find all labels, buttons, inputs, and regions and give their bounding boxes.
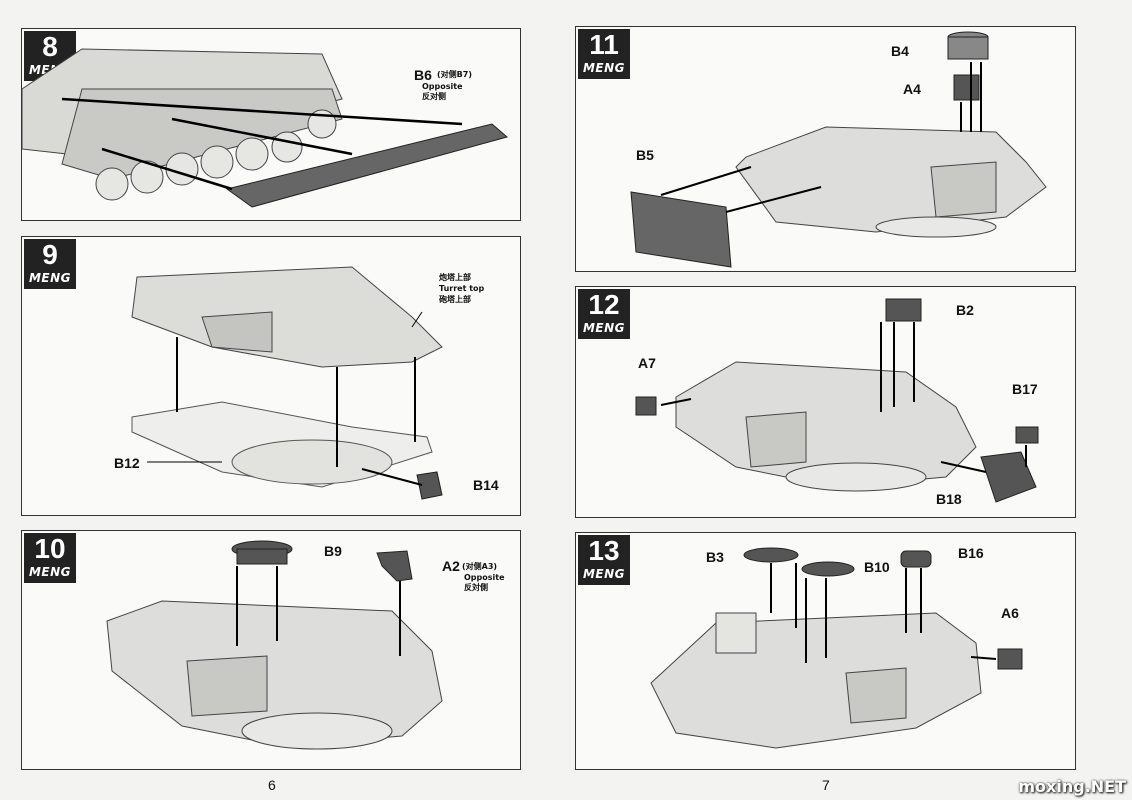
part-note-a3: (对侧A3): [462, 562, 498, 571]
turret-drawing: [735, 126, 1047, 238]
part-a6-drawing: [997, 648, 1023, 670]
part-b3-drawing: [743, 547, 799, 563]
arrows: [660, 322, 1027, 473]
meng-logo: MENG: [582, 321, 626, 335]
part-label-b12: B12: [114, 455, 140, 471]
step-13-panel: 13 MENG B3 B10 B16 A6: [575, 532, 1076, 770]
arrows: [176, 337, 423, 486]
step-12-illustration: [635, 298, 1039, 503]
arrows: [61, 97, 463, 191]
part-b18-drawing: [980, 451, 1037, 503]
part-b14-drawing: [416, 471, 443, 500]
part-label-b5: B5: [636, 147, 654, 163]
leader-lines: [147, 311, 423, 463]
step-8-panel: 8 MENG B6 (对侧B7) Opposite 反对侧: [21, 28, 521, 221]
part-b4-drawing: [947, 31, 989, 60]
step-9-number: 9: [42, 239, 58, 270]
meng-logo: MENG: [582, 61, 626, 75]
turret-drawing: [675, 361, 977, 492]
page-number-left: 6: [268, 777, 276, 793]
meng-logo: MENG: [28, 565, 72, 579]
part-label-b14: B14: [473, 477, 499, 493]
part-label-a6: A6: [1001, 605, 1019, 621]
opposite-label: Opposite: [464, 573, 505, 582]
part-b2-drawing: [885, 298, 922, 322]
opposite-label-cn: 反対側: [464, 583, 488, 592]
part-b9-drawing: [231, 540, 293, 565]
watermark: moxing.NET: [1018, 777, 1126, 796]
arrows: [660, 62, 982, 213]
part-label-b2: B2: [956, 302, 974, 318]
meng-logo: MENG: [582, 567, 626, 581]
step-11-illustration: [630, 31, 1047, 268]
part-label-b6: B6: [414, 67, 432, 83]
step-12-number: 12: [588, 289, 620, 320]
page-number-right: 7: [822, 777, 830, 793]
turret-drawing: [650, 612, 982, 749]
step-13-badge: 13 MENG: [578, 535, 630, 585]
turret-bottom-drawing: [131, 401, 433, 488]
step-9-panel: 9 MENG B12 B14 炮塔上部 Turret top 砲塔上部: [21, 236, 521, 516]
step-9-illustration: [131, 266, 443, 500]
step-13-number: 13: [588, 535, 620, 566]
step-11-number: 11: [589, 29, 619, 60]
part-label-b10: B10: [864, 559, 890, 575]
part-label-b18: B18: [936, 491, 962, 507]
part-note-b7: (对侧B7): [437, 70, 472, 79]
part-label-b3: B3: [706, 549, 724, 565]
opposite-label-cn: 反对侧: [422, 92, 446, 101]
side-skirt-part: [225, 123, 509, 208]
step-8-illustration: [22, 48, 509, 208]
step-8-number: 8: [42, 31, 58, 62]
part-label-b17: B17: [1012, 381, 1038, 397]
step-11-panel: 11 MENG B4 A4 B5: [575, 26, 1076, 272]
arrows: [770, 563, 997, 663]
part-a7-drawing: [635, 396, 657, 416]
part-label-a2: A2: [442, 558, 460, 574]
part-label-a7: A7: [638, 355, 656, 371]
turret-top-label-jp: 砲塔上部: [439, 295, 471, 304]
part-label-a4: A4: [903, 81, 921, 97]
step-12-badge: 12 MENG: [578, 289, 630, 339]
step-10-illustration: [106, 540, 443, 750]
part-label-b16: B16: [958, 545, 984, 561]
part-a2-drawing: [376, 550, 413, 582]
part-b16-drawing: [900, 550, 932, 568]
part-b17-drawing: [1015, 426, 1039, 444]
part-label-b9: B9: [324, 543, 342, 559]
step-13-illustration: [650, 547, 1023, 749]
step-12-panel: 12 MENG A7 B2 B17 B18: [575, 286, 1076, 518]
step-10-panel: 10 MENG B9 A2 (对侧A3) Opposite 反対側: [21, 530, 521, 770]
part-label-b4: B4: [891, 43, 909, 59]
step-11-badge: 11 MENG: [578, 29, 630, 79]
turret-top-label-cn: 炮塔上部: [439, 273, 471, 282]
arrows: [236, 566, 401, 656]
step-10-badge: 10 MENG: [24, 533, 76, 583]
turret-top-label-en: Turret top: [439, 284, 485, 293]
step-9-badge: 9 MENG: [24, 239, 76, 289]
turret-drawing: [106, 600, 443, 750]
meng-logo: MENG: [28, 271, 72, 285]
part-b10-drawing: [801, 561, 855, 577]
opposite-label: Opposite: [422, 82, 463, 91]
part-a4-drawing: [953, 74, 980, 101]
part-b5-drawing: [630, 191, 732, 268]
turret-top-drawing: [131, 266, 443, 368]
step-10-number: 10: [34, 533, 66, 564]
